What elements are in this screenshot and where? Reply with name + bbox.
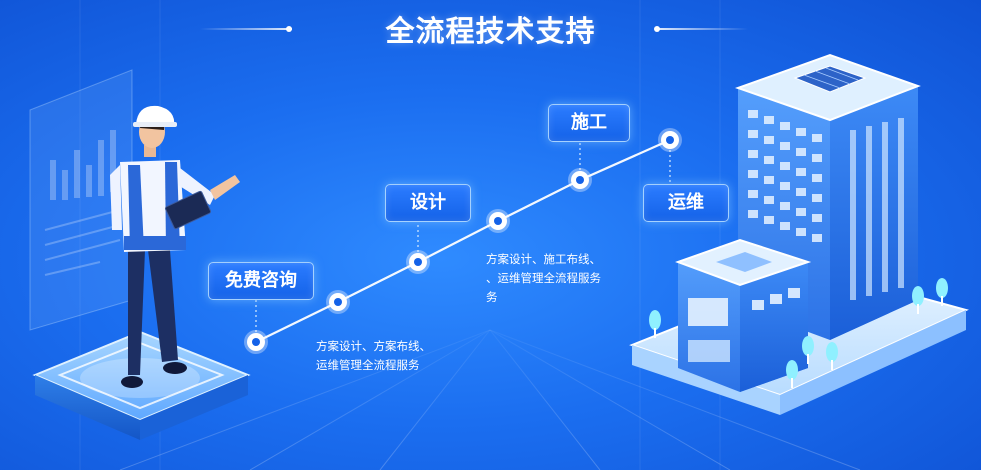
stage-description-2: 方案设计、施工布线、 、运维管理全流程服务 务 [486, 250, 601, 307]
stage-label-maintenance: 运维 [643, 184, 729, 222]
stage-label-consult: 免费咨询 [208, 262, 314, 300]
title-decor-dot-right [654, 26, 660, 32]
timeline-node [244, 330, 268, 354]
stage-description-1: 方案设计、方案布线、 运维管理全流程服务 [316, 337, 431, 375]
description-line: 方案设计、方案布线、 [316, 339, 431, 353]
stage-label-construction: 施工 [548, 104, 630, 142]
title-decor-dot-left [286, 26, 292, 32]
description-line: 、运维管理全流程服务 [486, 271, 601, 285]
description-line: 运维管理全流程服务 [316, 358, 420, 372]
timeline-node [658, 128, 682, 152]
title-decor-right [656, 28, 748, 30]
description-line: 务 [486, 290, 498, 304]
timeline-node [568, 168, 592, 192]
title-decor-left [200, 28, 292, 30]
stage-label-design: 设计 [385, 184, 471, 222]
timeline-node [326, 290, 350, 314]
page-title: 全流程技术支持 [385, 14, 596, 48]
description-line: 方案设计、施工布线、 [486, 252, 601, 266]
timeline-node [406, 250, 430, 274]
timeline-node [486, 209, 510, 233]
